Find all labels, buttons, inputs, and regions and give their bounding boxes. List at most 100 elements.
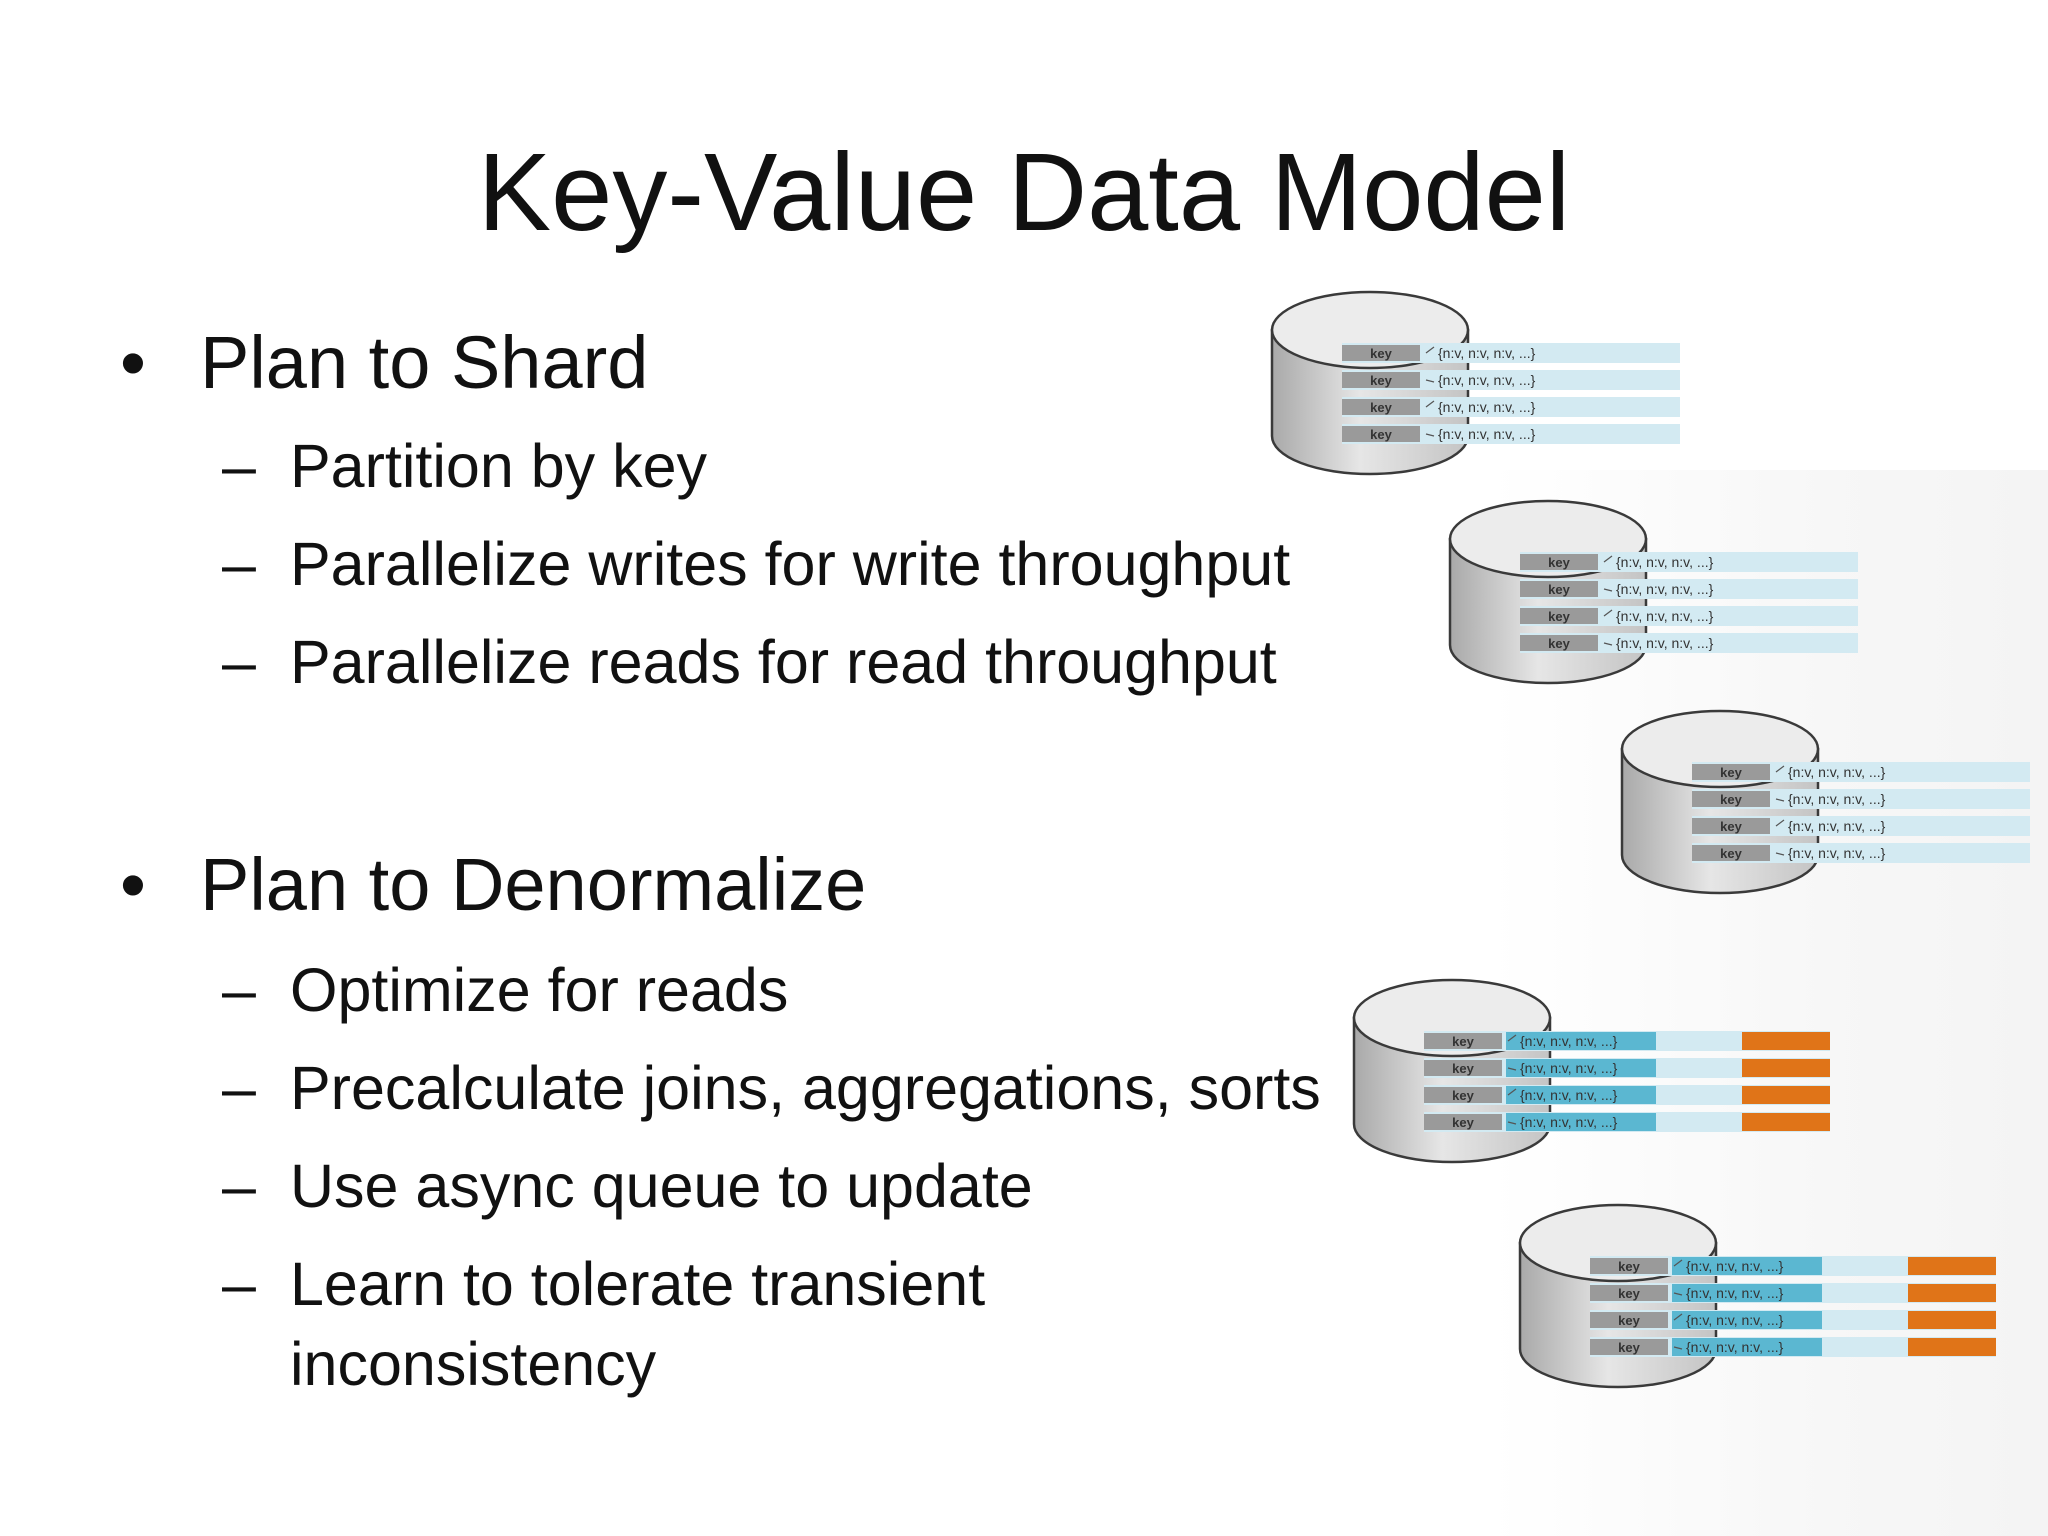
key-label: key: [1618, 1286, 1640, 1301]
key-box: [1590, 1285, 1668, 1301]
subitem-text: Precalculate joins, aggregations, sorts: [290, 1054, 1321, 1122]
value-label: {n:v, n:v, n:v, ...}: [1520, 1114, 1618, 1130]
key-box: [1424, 1033, 1502, 1049]
denormalized-block: [1908, 1311, 1996, 1329]
key-box: [1692, 845, 1770, 861]
key-value-row: key {n:v, n:v, n:v, ...}: [1520, 606, 1858, 626]
database-diagram: key{n:v, n:v, n:v, ...}key{n:v, n:v, n:v…: [1270, 290, 1680, 476]
key-box: [1342, 426, 1420, 442]
key-value-row: key {n:v, n:v, n:v, ...}: [1520, 579, 1858, 599]
slide-title: Key-Value Data Model: [477, 131, 1571, 254]
key-box: [1590, 1312, 1668, 1328]
key-box: [1342, 399, 1420, 415]
value-label: {n:v, n:v, n:v, ...}: [1520, 1087, 1618, 1103]
key-box: [1692, 818, 1770, 834]
key-label: key: [1548, 555, 1570, 570]
subitem-text: Learn to tolerate transient inconsistenc…: [290, 1250, 986, 1398]
value-label: {n:v, n:v, n:v, ...}: [1686, 1339, 1784, 1355]
key-value-row: key {n:v, n:v, n:v, ...}: [1590, 1337, 1996, 1357]
shard-database-3: key {n:v, n:v, n:v, ...} key {n:v, n:v, n:v…: [1620, 707, 2048, 917]
database-diagram: key {n:v, n:v, n:v, ...} key {n:v, n:v, n:v…: [1518, 1203, 1996, 1389]
key-box: [1342, 372, 1420, 388]
key-value-row: key{n:v, n:v, n:v, ...}: [1342, 370, 1680, 390]
key-box: [1590, 1258, 1668, 1274]
bullet-plan-to-denormalize: •Plan to Denormalize: [120, 840, 866, 930]
denormalized-database-1: key {n:v, n:v, n:v, ...} key {n:v, n:v, n:v…: [1352, 976, 1992, 1186]
bullet-marker: •: [120, 321, 146, 404]
key-box: [1590, 1339, 1668, 1355]
subitem-parallelize-reads: –Parallelize reads for read throughput: [222, 622, 1277, 702]
key-value-row: key{n:v, n:v, n:v, ...}: [1342, 343, 1680, 363]
dash-marker: –: [222, 1250, 256, 1318]
key-label: key: [1720, 846, 1742, 861]
value-label: {n:v, n:v, n:v, ...}: [1686, 1312, 1784, 1328]
key-value-row: key{n:v, n:v, n:v, ...}: [1342, 424, 1680, 444]
key-value-row: key {n:v, n:v, n:v, ...}: [1692, 762, 2030, 782]
value-label: {n:v, n:v, n:v, ...}: [1520, 1033, 1618, 1049]
value-box: [1672, 1311, 1822, 1329]
key-value-row: key {n:v, n:v, n:v, ...}: [1342, 397, 1680, 417]
shard-database-1: key{n:v, n:v, n:v, ...}key{n:v, n:v, n:v…: [1270, 288, 1910, 498]
key-label: key: [1452, 1115, 1474, 1130]
dash-marker: –: [222, 432, 256, 500]
value-label: {n:v, n:v, n:v, ...}: [1788, 764, 1886, 780]
key-value-row: key {n:v, n:v, n:v, ...}: [1590, 1310, 1996, 1330]
subitem-text: Partition by key: [290, 432, 708, 500]
denormalized-block: [1908, 1338, 1996, 1356]
subitem-text: Parallelize reads for read throughput: [290, 628, 1277, 696]
bullet-text: Plan to Shard: [200, 321, 649, 404]
value-label: {n:v, n:v, n:v, ...}: [1616, 635, 1714, 651]
denormalized-block: [1908, 1284, 1996, 1302]
value-label: {n:v, n:v, n:v, ...}: [1686, 1285, 1784, 1301]
value-box: [1506, 1059, 1656, 1077]
denormalized-block: [1742, 1086, 1830, 1104]
denormalized-database-2: key {n:v, n:v, n:v, ...} key {n:v, n:v, n:v…: [1518, 1201, 2048, 1411]
key-label: key: [1548, 636, 1570, 651]
value-box: [1672, 1284, 1822, 1302]
subitem-partition-by-key: –Partition by key: [222, 426, 707, 506]
key-value-row: key {n:v, n:v, n:v, ...}: [1520, 633, 1858, 653]
key-box: [1520, 635, 1598, 651]
subitem-async-queue: –Use async queue to update: [222, 1146, 1033, 1226]
key-box: [1424, 1114, 1502, 1130]
key-label: key: [1548, 609, 1570, 624]
subitem-tolerate-inconsistency: –Learn to tolerate transient inconsisten…: [222, 1244, 1050, 1404]
value-label: {n:v, n:v, n:v, ...}: [1438, 372, 1536, 388]
key-label: key: [1618, 1340, 1640, 1355]
value-label: {n:v, n:v, n:v, ...}: [1788, 818, 1886, 834]
key-label: key: [1548, 582, 1570, 597]
key-value-row: key{n:v, n:v, n:v, ...}: [1692, 843, 2030, 863]
key-label: key: [1452, 1034, 1474, 1049]
value-box: [1506, 1113, 1656, 1131]
value-label: {n:v, n:v, n:v, ...}: [1616, 581, 1714, 597]
key-label: key: [1618, 1313, 1640, 1328]
key-box: [1520, 554, 1598, 570]
key-label: key: [1720, 819, 1742, 834]
value-label: {n:v, n:v, n:v, ...}: [1438, 399, 1536, 415]
dash-marker: –: [222, 628, 256, 696]
value-label: {n:v, n:v, n:v, ...}: [1788, 791, 1886, 807]
value-box: [1506, 1086, 1656, 1104]
value-box: [1506, 1032, 1656, 1050]
key-value-row: key {n:v, n:v, n:v, ...}: [1692, 816, 2030, 836]
denormalized-block: [1908, 1257, 1996, 1275]
key-label: key: [1370, 400, 1392, 415]
value-box: [1672, 1338, 1822, 1356]
key-value-row: key{n:v, n:v, n:v, ...}: [1520, 552, 1858, 572]
dash-marker: –: [222, 956, 256, 1024]
database-diagram: key {n:v, n:v, n:v, ...} key {n:v, n:v, n:v…: [1620, 709, 2030, 895]
subitem-text: Optimize for reads: [290, 956, 789, 1024]
key-label: key: [1618, 1259, 1640, 1274]
database-diagram: key {n:v, n:v, n:v, ...} key {n:v, n:v, n:v…: [1448, 499, 1858, 685]
bullet-text: Plan to Denormalize: [200, 843, 867, 926]
key-value-row: key {n:v, n:v, n:v, ...}: [1590, 1256, 1996, 1276]
dash-marker: –: [222, 530, 256, 598]
key-label: key: [1720, 765, 1742, 780]
key-box: [1424, 1087, 1502, 1103]
value-label: {n:v, n:v, n:v, ...}: [1686, 1258, 1784, 1274]
key-box: [1692, 791, 1770, 807]
key-value-row: key {n:v, n:v, n:v, ...}: [1424, 1112, 1830, 1132]
key-value-row: key{n:v, n:v, n:v, ...}: [1424, 1085, 1830, 1105]
value-label: {n:v, n:v, n:v, ...}: [1616, 608, 1714, 624]
subitem-text: Parallelize writes for write throughput: [290, 530, 1291, 598]
